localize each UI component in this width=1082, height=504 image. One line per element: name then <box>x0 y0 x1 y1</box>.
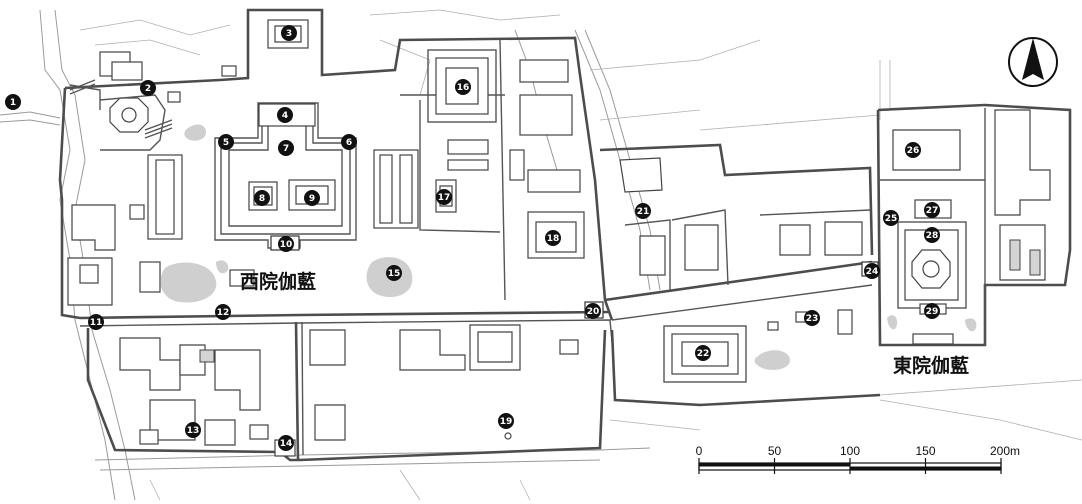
svg-text:13: 13 <box>187 426 200 436</box>
scale-label: 50 <box>768 444 782 458</box>
marker-21: 21 <box>635 203 651 219</box>
scale-label: 150 <box>915 444 935 458</box>
svg-text:28: 28 <box>926 231 939 241</box>
road-network <box>0 9 1082 501</box>
marker-6: 6 <box>341 134 357 150</box>
svg-text:26: 26 <box>907 146 920 156</box>
svg-text:2: 2 <box>145 84 151 94</box>
svg-text:4: 4 <box>282 111 288 121</box>
east-precinct <box>861 103 1072 347</box>
marker-14: 14 <box>278 435 294 451</box>
svg-text:16: 16 <box>457 83 470 93</box>
marker-23: 23 <box>804 310 820 326</box>
marker-4: 4 <box>277 107 293 123</box>
svg-text:14: 14 <box>280 439 293 449</box>
svg-text:7: 7 <box>283 144 289 154</box>
svg-text:27: 27 <box>926 206 939 216</box>
svg-text:1: 1 <box>10 98 16 108</box>
svg-text:17: 17 <box>438 193 451 203</box>
marker-10: 10 <box>278 236 294 252</box>
marker-26: 26 <box>905 142 921 158</box>
svg-text:29: 29 <box>926 307 939 317</box>
marker-7: 7 <box>278 140 294 156</box>
scale-bar: 0 50 100 150 200m <box>696 444 1020 474</box>
marker-16: 16 <box>455 79 471 95</box>
west-precinct <box>58 8 614 462</box>
east-precinct-label: 東院伽藍 <box>893 354 969 377</box>
marker-11: 11 <box>88 314 104 330</box>
marker-25: 25 <box>883 210 899 226</box>
marker-27: 27 <box>924 202 940 218</box>
svg-text:21: 21 <box>637 207 650 217</box>
svg-text:8: 8 <box>259 194 265 204</box>
marker-19: 19 <box>498 413 514 429</box>
marker-20: 20 <box>585 303 601 319</box>
svg-text:11: 11 <box>90 318 103 328</box>
marker-18: 18 <box>545 230 561 246</box>
marker-12: 12 <box>215 304 231 320</box>
svg-text:6: 6 <box>346 138 352 148</box>
svg-text:22: 22 <box>697 349 710 359</box>
svg-text:12: 12 <box>217 308 230 318</box>
svg-text:18: 18 <box>547 234 560 244</box>
marker-28: 28 <box>924 227 940 243</box>
scale-label: 0 <box>696 444 703 458</box>
marker-2: 2 <box>140 80 156 96</box>
marker-1: 1 <box>5 94 21 110</box>
svg-text:20: 20 <box>587 307 600 317</box>
marker-9: 9 <box>304 190 320 206</box>
marker-22: 22 <box>695 345 711 361</box>
scale-label: 100 <box>840 444 860 458</box>
svg-text:5: 5 <box>223 138 229 148</box>
marker-8: 8 <box>254 190 270 206</box>
svg-text:19: 19 <box>500 417 513 427</box>
marker-29: 29 <box>924 303 940 319</box>
svg-text:15: 15 <box>388 269 401 279</box>
scale-label: 200m <box>990 444 1020 458</box>
svg-text:9: 9 <box>309 194 315 204</box>
west-precinct-label: 西院伽藍 <box>240 270 316 293</box>
svg-text:10: 10 <box>280 240 293 250</box>
svg-text:23: 23 <box>806 314 819 324</box>
svg-text:3: 3 <box>286 29 292 39</box>
marker-24: 24 <box>864 263 880 279</box>
marker-5: 5 <box>218 134 234 150</box>
marker-15: 15 <box>386 265 402 281</box>
marker-17: 17 <box>436 189 452 205</box>
marker-13: 13 <box>185 422 201 438</box>
marker-3: 3 <box>281 25 297 41</box>
svg-text:25: 25 <box>885 214 898 224</box>
svg-text:24: 24 <box>866 267 879 277</box>
central-precinct <box>599 143 881 407</box>
north-arrow-icon <box>1008 37 1058 87</box>
